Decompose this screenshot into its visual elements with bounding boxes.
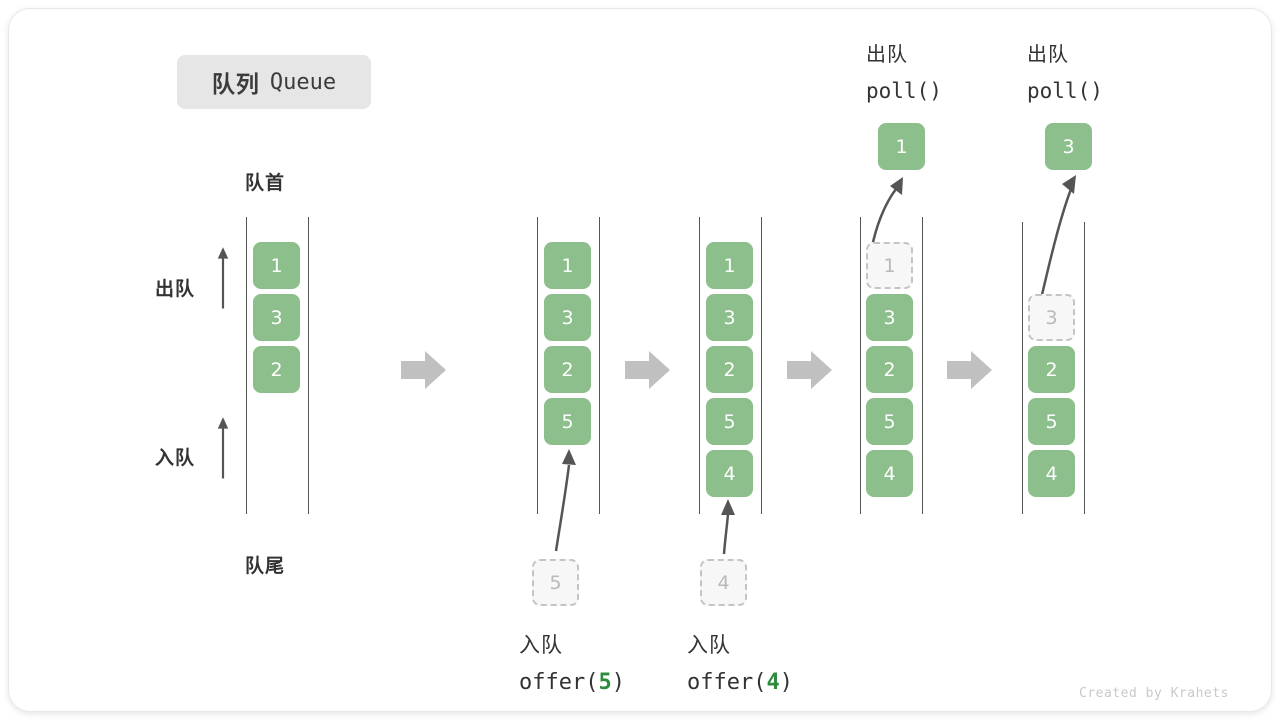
queue-node: 2: [866, 346, 913, 393]
queue-front-label: 队首: [245, 173, 286, 194]
enqueue-direction-arrow-icon: [217, 417, 229, 479]
queue-rail-right-1: [308, 217, 309, 514]
queue-node: 4: [1028, 450, 1075, 497]
enqueue-op-code: offer(5): [519, 664, 625, 701]
queue-rail-left-5: [1022, 222, 1023, 514]
enqueue-op-arg: 5: [598, 670, 612, 695]
queue-node: 3: [866, 294, 913, 341]
dequeue-op-code: poll(): [866, 79, 942, 103]
queue-rail-left-1: [246, 217, 247, 514]
enqueue-op-cn: 入队: [519, 634, 563, 657]
dequeue-op-code: poll(): [1027, 79, 1103, 103]
queue-node: 3: [706, 294, 753, 341]
dequeued-node: 3: [1045, 123, 1092, 170]
queue-node: 1: [253, 242, 300, 289]
enqueue-op-arg: 4: [766, 670, 780, 695]
enqueue-op-close: ): [779, 670, 793, 695]
enqueue-op-code: offer(4): [687, 664, 793, 701]
ghost-node: 3: [1028, 294, 1075, 341]
queue-node: 2: [253, 346, 300, 393]
credit-label: Created by Krahets: [1079, 686, 1229, 701]
title-cn: 队列: [211, 71, 260, 97]
queue-node: 3: [253, 294, 300, 341]
queue-node: 2: [544, 346, 591, 393]
dequeue-motion-arrow-icon: [1039, 175, 1076, 300]
enqueue-op-cn: 入队: [687, 634, 731, 657]
queue-node: 2: [1028, 346, 1075, 393]
step-arrow-icon: [947, 351, 992, 389]
step-arrow-icon: [625, 351, 670, 389]
dequeue-direction-arrow-icon: [217, 247, 229, 309]
title-badge: 队列 Queue: [177, 55, 371, 109]
dequeue-op-cn: 出队: [1027, 44, 1069, 66]
dequeue-operation-label-4: 出队 poll(): [866, 37, 942, 109]
dequeue-direction-label: 出队: [155, 279, 196, 300]
queue-node: 5: [706, 398, 753, 445]
queue-node-new: 4: [706, 450, 753, 497]
ghost-node: 5: [532, 559, 579, 606]
queue-node: 5: [1028, 398, 1075, 445]
dequeue-op-cn: 出队: [866, 44, 908, 66]
queue-node: 4: [866, 450, 913, 497]
queue-node: 5: [866, 398, 913, 445]
enqueue-op-fn: offer(: [519, 670, 599, 695]
queue-node: 2: [706, 346, 753, 393]
queue-node: 1: [706, 242, 753, 289]
queue-rail-right-5: [1084, 222, 1085, 514]
enqueue-motion-arrow-icon: [554, 449, 576, 552]
queue-rail-right-4: [922, 217, 923, 514]
enqueue-direction-label: 入队: [155, 448, 196, 469]
queue-rail-left-3: [699, 217, 700, 514]
dequeue-motion-arrow-icon: [870, 177, 903, 248]
queue-node-new: 5: [544, 398, 591, 445]
step-arrow-icon: [401, 351, 446, 389]
enqueue-op-close: ): [611, 670, 625, 695]
dequeue-operation-label-5: 出队 poll(): [1027, 37, 1103, 109]
dequeued-node: 1: [878, 123, 925, 170]
enqueue-motion-arrow-icon: [721, 499, 735, 555]
ghost-node: 1: [866, 242, 913, 289]
queue-rail-right-3: [761, 217, 762, 514]
enqueue-operation-label-3: 入队 offer(4): [687, 627, 793, 701]
diagram-card: 队列 Queue 队首 队尾 出队 入队 1 3 2 1 3 2: [8, 8, 1272, 712]
enqueue-operation-label-2: 入队 offer(5): [519, 627, 625, 701]
queue-node: 3: [544, 294, 591, 341]
step-arrow-icon: [787, 351, 832, 389]
queue-rear-label: 队尾: [245, 556, 286, 577]
queue-rail-right-2: [599, 217, 600, 514]
title-en: Queue: [269, 69, 337, 95]
ghost-node: 4: [700, 559, 747, 606]
queue-rail-left-4: [860, 217, 861, 514]
queue-rail-left-2: [537, 217, 538, 514]
enqueue-op-fn: offer(: [687, 670, 767, 695]
queue-node: 1: [544, 242, 591, 289]
